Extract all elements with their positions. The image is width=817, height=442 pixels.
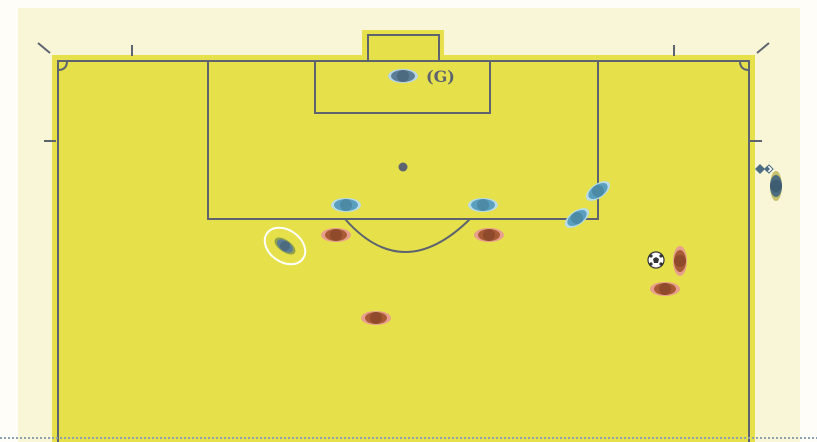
- penalty-spot: [399, 163, 408, 172]
- linesman[interactable]: [770, 171, 782, 201]
- red-attacker-deep[interactable]: [361, 311, 391, 325]
- goalkeeper-player[interactable]: [388, 69, 418, 83]
- red-attacker-lower-right[interactable]: [650, 282, 680, 296]
- blue-defender-left[interactable]: [331, 198, 361, 212]
- soccer-ball-icon[interactable]: [648, 252, 664, 268]
- red-attacker-left[interactable]: [321, 228, 351, 242]
- goalkeeper-label: (G): [426, 67, 455, 86]
- red-attacker-ball[interactable]: [673, 246, 687, 276]
- blue-defender-right[interactable]: [468, 198, 498, 212]
- red-attacker-center[interactable]: [474, 228, 504, 242]
